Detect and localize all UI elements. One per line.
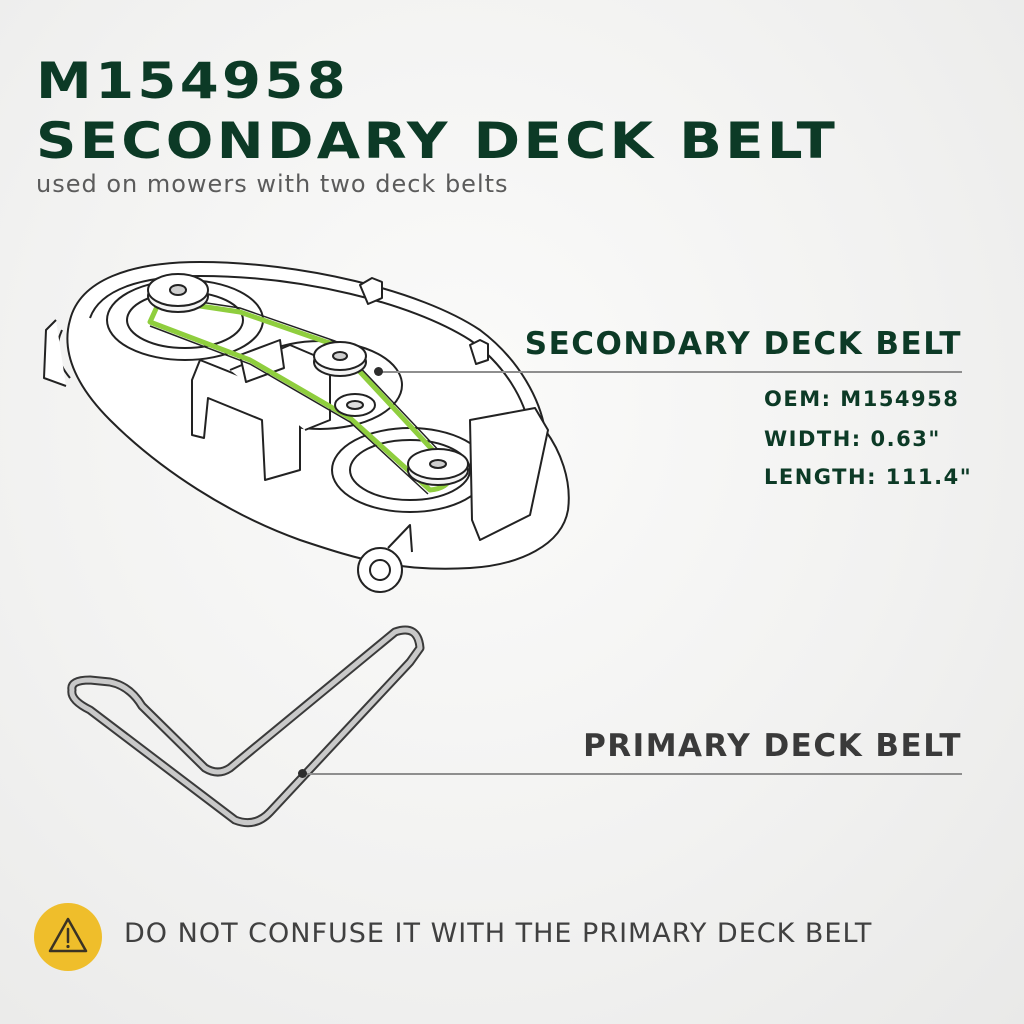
- warning-badge: [34, 903, 102, 971]
- warning-triangle-icon: [48, 917, 88, 953]
- primary-leader-dot: [298, 769, 307, 778]
- spec-width: WIDTH: 0.63": [764, 427, 941, 451]
- subtitle: used on mowers with two deck belts: [36, 170, 509, 198]
- secondary-belt-heading: SECONDARY DECK BELT: [524, 326, 962, 362]
- spec-oem: OEM: M154958: [764, 387, 960, 411]
- secondary-leader-line: [378, 371, 962, 373]
- spec-length: LENGTH: 111.4": [764, 465, 973, 489]
- part-number-title: M154958: [36, 52, 350, 110]
- warning-text: DO NOT CONFUSE IT WITH THE PRIMARY DECK …: [124, 918, 873, 949]
- primary-leader-line: [302, 773, 962, 775]
- secondary-leader-dot: [374, 367, 383, 376]
- primary-belt-heading: PRIMARY DECK BELT: [583, 728, 962, 764]
- product-title: SECONDARY DECK BELT: [36, 112, 839, 170]
